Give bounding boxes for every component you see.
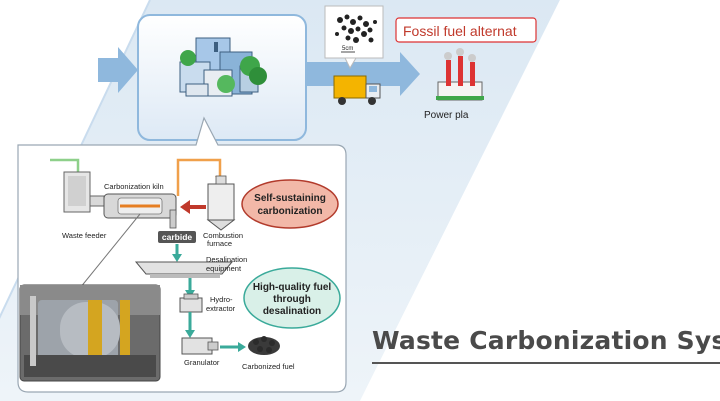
- high-quality-callout: [243, 267, 341, 329]
- combustion-furnace-label-1: Combustion: [203, 231, 243, 240]
- self-sustaining-label-2: carbonization: [257, 206, 322, 217]
- carbonization-kiln-label: Carbonization kiln: [104, 182, 164, 191]
- scale-label: 5cm: [342, 46, 353, 52]
- waste-plant-illustration: [179, 37, 267, 97]
- fuel-label: Fossil fuel alternat: [403, 23, 517, 39]
- desalination-equipment: [134, 261, 234, 278]
- power-plant-label: Power pla: [424, 110, 469, 121]
- granulator-label: Granulator: [184, 358, 220, 367]
- fuel-label-box: [395, 17, 537, 43]
- high-quality-label-2: through: [273, 294, 311, 305]
- carbonized-fuel-pile: [248, 336, 280, 355]
- flow-arrow-in: [98, 47, 138, 93]
- page-title: Waste Carbonization System: [372, 326, 720, 355]
- kiln-photo: [19, 284, 161, 382]
- carbide-tag: [158, 231, 196, 243]
- photo-connector: [79, 213, 141, 289]
- hydro-label-1: Hydro-: [210, 295, 233, 304]
- truck-icon: [333, 75, 381, 105]
- hydro-extractor: [179, 293, 203, 313]
- desalination-label-2: equipment: [206, 264, 242, 273]
- self-sustaining-callout: [241, 179, 339, 229]
- carbonized-fuel-label: Carbonized fuel: [242, 362, 295, 371]
- combustion-furnace: [206, 175, 236, 231]
- carbonization-kiln: [103, 193, 177, 229]
- high-quality-label-3: desalination: [263, 306, 321, 317]
- title-underline: [372, 362, 720, 364]
- heat-loop-arrow: [176, 158, 222, 196]
- power-plant-icon: [436, 48, 484, 101]
- desalination-label-1: Desalination: [206, 255, 247, 264]
- high-quality-label-1: High-quality fuel: [253, 282, 332, 293]
- hydro-label-2: extractor: [206, 304, 236, 313]
- waste-feeder-label: Waste feeder: [62, 231, 107, 240]
- self-sustaining-label-1: Self-sustaining: [254, 193, 326, 204]
- combustion-furnace-label-2: furnace: [207, 239, 232, 248]
- granulator: [181, 337, 219, 355]
- carbide-label: carbide: [162, 232, 193, 242]
- carbon-sample: [324, 5, 384, 70]
- waste-feeder: [63, 171, 105, 213]
- background-right-white: [360, 0, 720, 401]
